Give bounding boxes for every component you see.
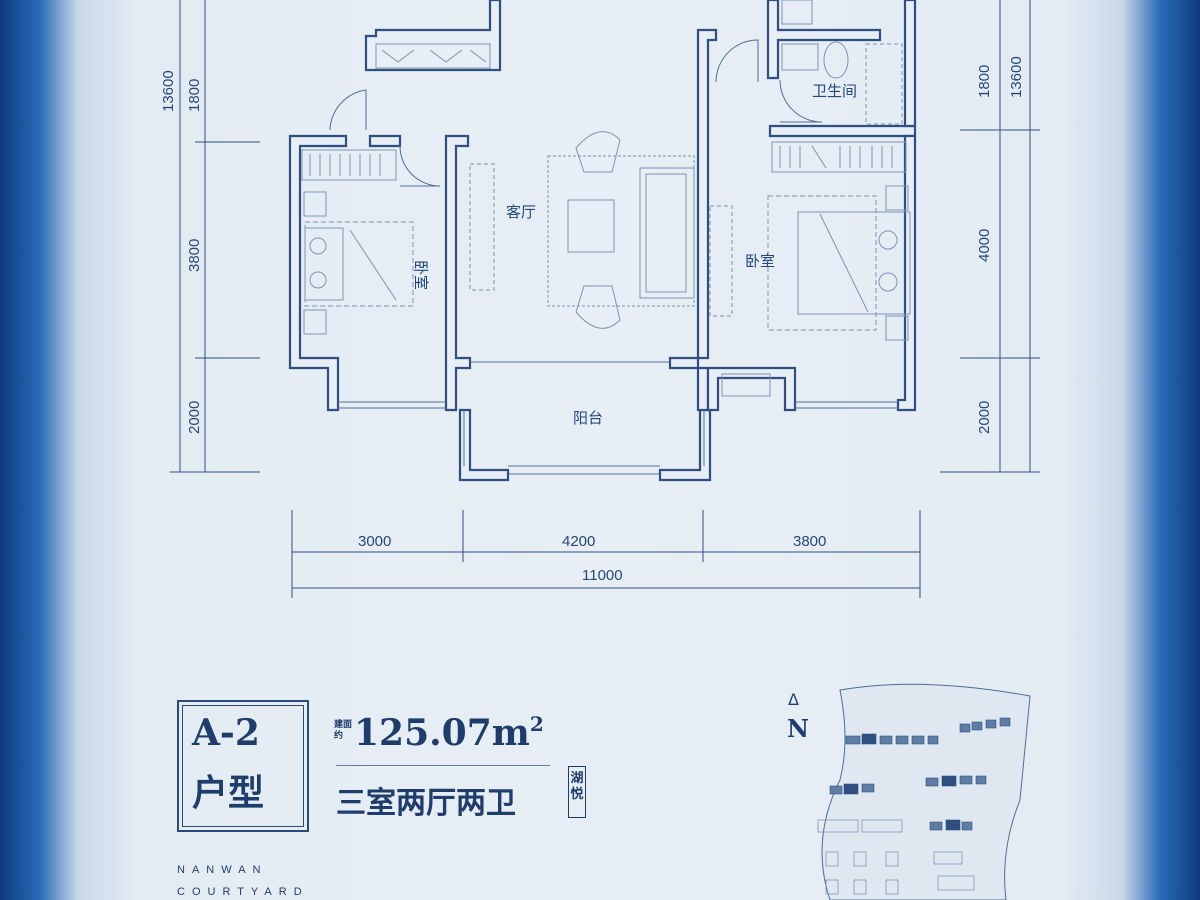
left-dim-1: 1800 bbox=[186, 78, 203, 112]
info-divider bbox=[336, 765, 550, 766]
unit-type-box-inner bbox=[182, 705, 304, 827]
area-number: 125.07m bbox=[354, 712, 530, 754]
site-plan-map bbox=[817, 683, 1031, 900]
unit-code: A-2 bbox=[192, 712, 260, 754]
bottom-dim-1: 3000 bbox=[358, 533, 392, 550]
north-arrow-icon: Δ bbox=[788, 690, 799, 709]
area-superscript: 2 bbox=[529, 712, 544, 736]
site-buildings bbox=[829, 717, 1011, 831]
bottom-dim-2: 4200 bbox=[562, 533, 596, 550]
bathroom-label: 卫生间 bbox=[812, 82, 858, 100]
brand-line-2: COURTYARD bbox=[177, 886, 309, 898]
area-value: 125.07m2 bbox=[354, 712, 544, 754]
unit-type-label: 户型 bbox=[192, 772, 265, 814]
living-room-label: 客厅 bbox=[506, 203, 537, 221]
left-dim-total: 13600 bbox=[160, 70, 177, 112]
unit-type-box bbox=[177, 700, 309, 832]
series-badge: 湖悦 bbox=[568, 766, 586, 818]
area-caption: 建面约 bbox=[334, 720, 353, 741]
brand-line-1: NANWAN bbox=[177, 864, 268, 876]
left-bedroom-label: 卧室 bbox=[412, 260, 430, 291]
left-dim-2: 3800 bbox=[186, 238, 203, 272]
bottom-dim-total: 11000 bbox=[582, 567, 623, 584]
right-dim-2: 4000 bbox=[976, 228, 993, 262]
balcony-label: 阳台 bbox=[573, 409, 604, 427]
right-dim-3: 2000 bbox=[976, 400, 993, 434]
right-bedroom-label: 卧室 bbox=[745, 252, 776, 270]
north-label: N bbox=[787, 714, 809, 743]
right-dim-1: 1800 bbox=[976, 64, 993, 98]
layout-description: 三室两厅两卫 bbox=[336, 786, 516, 821]
left-dim-3: 2000 bbox=[186, 400, 203, 434]
right-dim-total: 13600 bbox=[1008, 56, 1025, 98]
bottom-dim-3: 3800 bbox=[793, 533, 827, 550]
